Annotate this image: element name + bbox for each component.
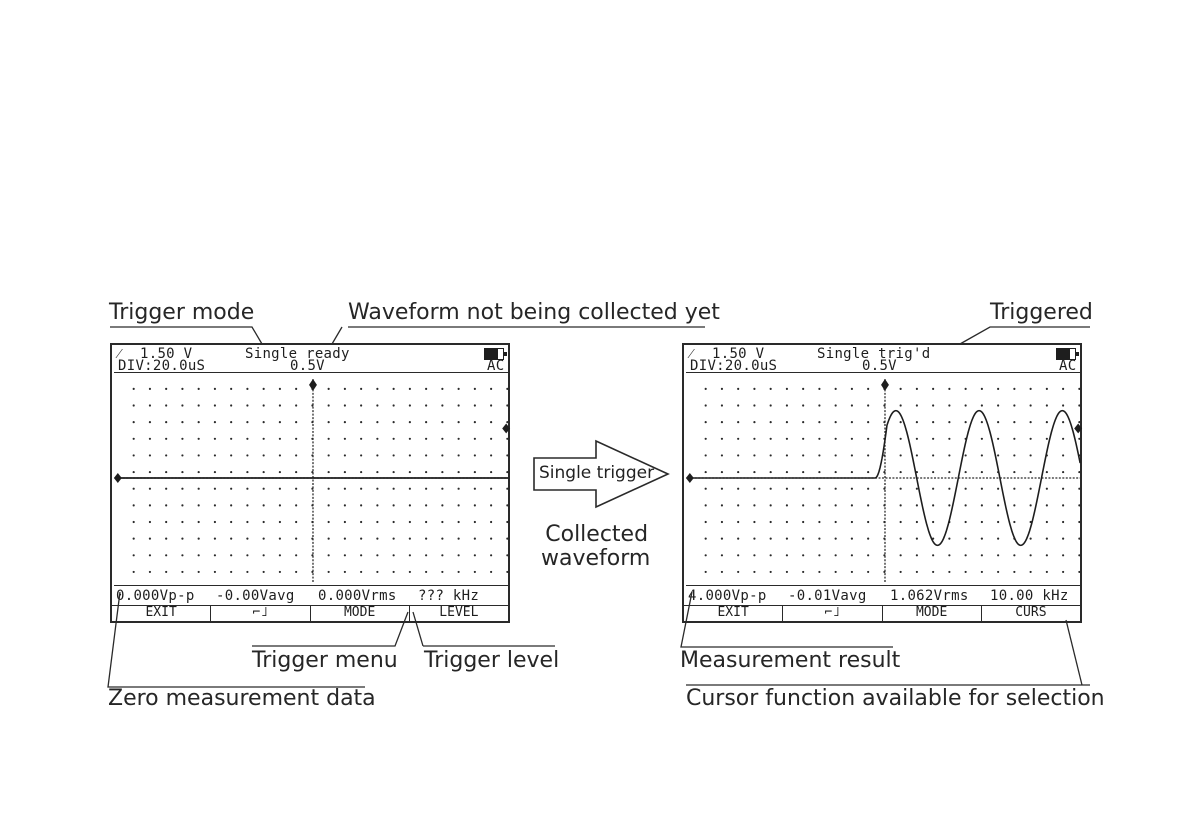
softkey-exit[interactable]: EXIT bbox=[684, 606, 784, 621]
callout-trigger-menu: Trigger menu bbox=[252, 648, 398, 673]
measurement-row: 4.000Vp-p -0.01Vavg 1.062Vrms 10.00 kHz bbox=[684, 586, 1080, 605]
measurement-vrms: 0.000Vrms bbox=[318, 588, 397, 604]
softkey-bar: EXIT ⌐˩ MODE CURS bbox=[684, 605, 1080, 621]
callout-zero-measurement: Zero measurement data bbox=[108, 686, 376, 711]
collected-waveform-line1: Collected bbox=[545, 522, 649, 547]
measurement-row: 0.000Vp-p -0.00Vavg 0.000Vrms ??? kHz bbox=[112, 586, 508, 605]
callout-triggered: Triggered bbox=[990, 300, 1093, 325]
measurement-vavg: -0.01Vavg bbox=[788, 588, 867, 604]
trigger-edge-icon: ⁄ bbox=[690, 346, 693, 362]
callout-cursor-function: Cursor function available for selection bbox=[686, 686, 1105, 711]
softkey-trigger-edge[interactable]: ⌐˩ bbox=[783, 606, 883, 621]
single-trigger-arrow bbox=[533, 439, 670, 509]
battery-icon bbox=[1056, 348, 1079, 360]
trigger-mode-status: Single ready bbox=[245, 346, 350, 362]
softkey-level[interactable]: LEVEL bbox=[439, 605, 479, 620]
softkey-trigger-edge[interactable]: ⌐˩ bbox=[211, 606, 311, 621]
callout-trigger-mode: Trigger mode bbox=[109, 300, 255, 325]
trigger-level-value: 1.50 V bbox=[712, 346, 765, 362]
collected-waveform-line2: waveform bbox=[541, 546, 651, 571]
softkey-bar: EXIT ⌐˩ MODE LEVEL bbox=[112, 605, 508, 621]
waveform-grid bbox=[113, 372, 511, 586]
softkey-cursor[interactable]: CURS bbox=[1015, 605, 1047, 620]
waveform-trace bbox=[687, 409, 1081, 547]
measurement-vavg: -0.00Vavg bbox=[216, 588, 295, 604]
arrow-label: Single trigger bbox=[539, 463, 655, 483]
oscilloscope-screen-before: ⁄ 1.50 V Single ready DIV:20.0uS 0.5V AC… bbox=[110, 343, 511, 623]
trigger-position-marker bbox=[309, 378, 317, 391]
grid-dots bbox=[704, 387, 1081, 574]
time-div-value: DIV:20.0uS bbox=[118, 358, 206, 374]
oscilloscope-screen-after: ⁄ 1.50 V Single trig'd DIV:20.0uS 0.5V A… bbox=[682, 343, 1083, 623]
time-div-value: DIV:20.0uS bbox=[690, 358, 778, 374]
trigger-position-marker bbox=[881, 378, 889, 391]
softkey-mode[interactable]: MODE bbox=[883, 606, 982, 621]
callout-trigger-level: Trigger level bbox=[424, 648, 560, 673]
trigger-level-value: 1.50 V bbox=[140, 346, 193, 362]
trigger-edge-icon: ⁄ bbox=[118, 346, 121, 362]
measurement-vpp: 0.000Vp-p bbox=[116, 588, 195, 604]
coupling-value: AC bbox=[487, 358, 505, 374]
volt-div-value: 0.5V bbox=[862, 358, 897, 374]
battery-icon bbox=[484, 348, 507, 360]
measurement-vrms: 1.062Vrms bbox=[890, 588, 969, 604]
coupling-value: AC bbox=[1059, 358, 1077, 374]
softkey-mode[interactable]: MODE bbox=[311, 606, 410, 621]
collected-waveform-label: Collected waveform bbox=[541, 522, 651, 571]
measurement-frequency: ??? kHz bbox=[418, 588, 480, 604]
volt-div-value: 0.5V bbox=[290, 358, 325, 374]
measurement-vpp: 4.000Vp-p bbox=[688, 588, 767, 604]
callout-measurement-result: Measurement result bbox=[680, 648, 901, 673]
waveform-grid bbox=[685, 372, 1083, 586]
trigger-mode-status: Single trig'd bbox=[817, 346, 931, 362]
softkey-exit[interactable]: EXIT bbox=[112, 606, 212, 621]
measurement-frequency: 10.00 kHz bbox=[990, 588, 1069, 604]
callout-waveform-not-collected: Waveform not being collected yet bbox=[348, 300, 720, 325]
